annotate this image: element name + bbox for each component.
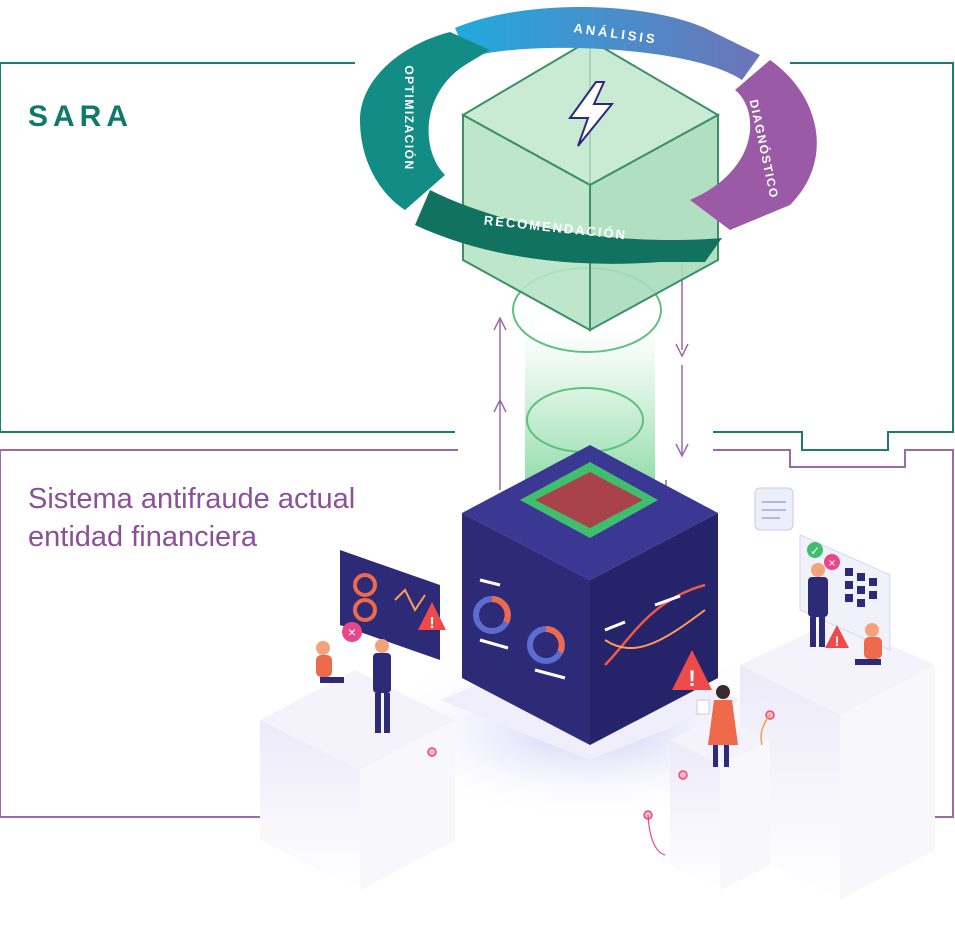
cycle-label-optimization: OPTIMIZACIÓN — [402, 65, 417, 170]
alert-icon: ! — [672, 650, 712, 691]
sara-frame — [0, 62, 954, 451]
alert-icon-left: ! — [418, 602, 446, 632]
check-icon: ✓ — [807, 542, 823, 558]
person-analyst-seated — [316, 641, 344, 683]
chat-bubble-icon — [754, 487, 794, 531]
svg-text:!: ! — [429, 615, 434, 632]
cycle-ring — [360, 7, 817, 264]
cycle-segment-diagnosis — [690, 60, 817, 230]
sara-cube — [460, 38, 721, 332]
svg-text:!: ! — [688, 666, 695, 691]
cycle-segment-recommendation — [415, 190, 722, 264]
legacy-frame — [0, 449, 954, 818]
lightning-icon — [568, 81, 615, 147]
person-security-seated — [855, 623, 882, 665]
svg-text:×: × — [348, 624, 356, 640]
legacy-system-title: Sistema antifraude actual entidad financ… — [28, 480, 448, 556]
platform-left — [260, 670, 455, 890]
sara-title: SARA — [28, 100, 134, 133]
legacy-title-line2: entidad financiera — [28, 521, 257, 553]
svg-text:✓: ✓ — [810, 544, 820, 558]
person-reviewer — [696, 685, 738, 767]
legacy-title-line1: Sistema antifraude actual — [28, 483, 356, 515]
svg-text:×: × — [828, 556, 835, 570]
svg-text:!: ! — [835, 633, 840, 649]
security-panel — [799, 534, 891, 651]
cycle-segment-optimization — [360, 32, 490, 210]
cable-2 — [760, 714, 771, 746]
close-icon: × — [342, 622, 362, 642]
cable — [647, 814, 666, 856]
dashboard-screen-left — [340, 550, 440, 660]
person-security-standing — [808, 563, 828, 647]
close-icon-right: × — [824, 554, 840, 570]
cycle-segment-analysis — [455, 7, 760, 80]
person-analyst-standing — [373, 639, 391, 733]
alert-icon-right: ! — [825, 625, 849, 649]
